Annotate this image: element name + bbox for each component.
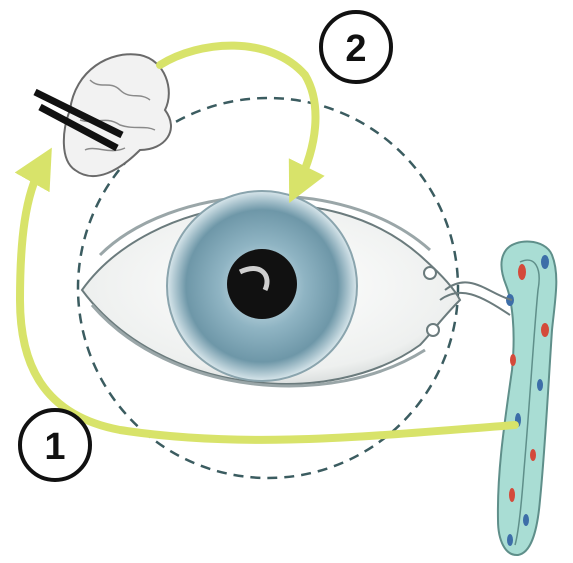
step-2-badge: 2 — [321, 12, 391, 82]
blood-vessel-icon — [498, 242, 556, 556]
pathway-2-arrow — [160, 46, 315, 185]
eye-icon — [82, 191, 512, 386]
step-1-badge: 1 — [20, 410, 90, 480]
step-1-number: 1 — [44, 426, 65, 468]
step-2-number: 2 — [345, 28, 366, 70]
